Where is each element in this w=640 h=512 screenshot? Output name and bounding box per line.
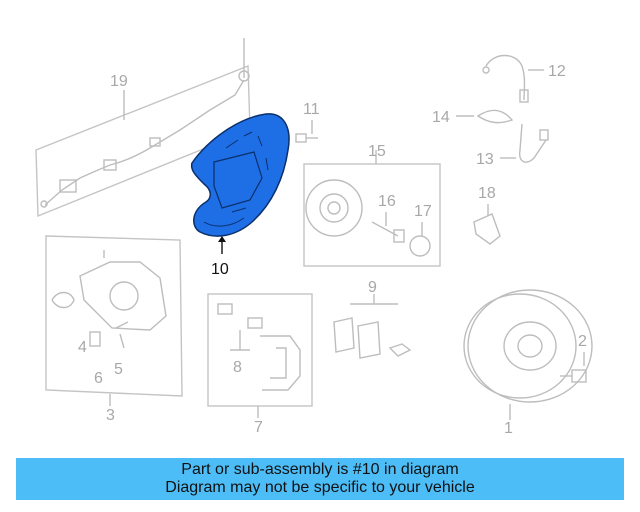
banner-line-2: Diagram may not be specific to your vehi… (165, 479, 475, 496)
label-8: 8 (233, 359, 242, 376)
part-13-brake-line[interactable] (500, 123, 549, 163)
label-13: 13 (476, 151, 494, 168)
label-17: 17 (414, 203, 432, 220)
label-3: 3 (106, 407, 115, 424)
info-banner: Part or sub-assembly is #10 in diagram D… (16, 458, 624, 500)
label-18: 18 (478, 185, 496, 202)
label-19: 19 (110, 73, 128, 90)
part-11-bolt[interactable] (295, 120, 318, 143)
label-14: 14 (432, 109, 450, 126)
part-17-dust-cap[interactable] (409, 222, 431, 257)
part-15-wheel-hub-box[interactable] (303, 150, 441, 267)
label-5: 5 (114, 361, 123, 378)
part-2-rotor-screw[interactable] (560, 352, 587, 383)
banner-line-1: Part or sub-assembly is #10 in diagram (181, 461, 459, 478)
label-2: 2 (578, 333, 587, 350)
part-1-brake-rotor[interactable] (463, 289, 593, 420)
part-10-brake-backing-plate[interactable] (190, 113, 290, 254)
part-14-hose-bracket[interactable] (456, 109, 514, 124)
label-16: 16 (378, 193, 396, 210)
label-11: 11 (303, 101, 320, 118)
label-7: 7 (254, 419, 263, 436)
label-12: 12 (548, 63, 566, 80)
part-18-sensor[interactable] (473, 204, 501, 245)
part-9-brake-pads[interactable] (333, 294, 412, 359)
label-10: 10 (211, 261, 229, 278)
label-9: 9 (368, 279, 377, 296)
label-6: 6 (94, 370, 103, 387)
part-16-hub-bolt[interactable] (371, 212, 405, 243)
label-1: 1 (504, 420, 513, 437)
part-12-brake-hose[interactable] (482, 54, 544, 103)
part-3-caliper-box[interactable] (45, 235, 183, 406)
label-15: 15 (368, 143, 386, 160)
label-4: 4 (78, 339, 87, 356)
part-7-caliper-carrier-box[interactable] (207, 293, 313, 418)
